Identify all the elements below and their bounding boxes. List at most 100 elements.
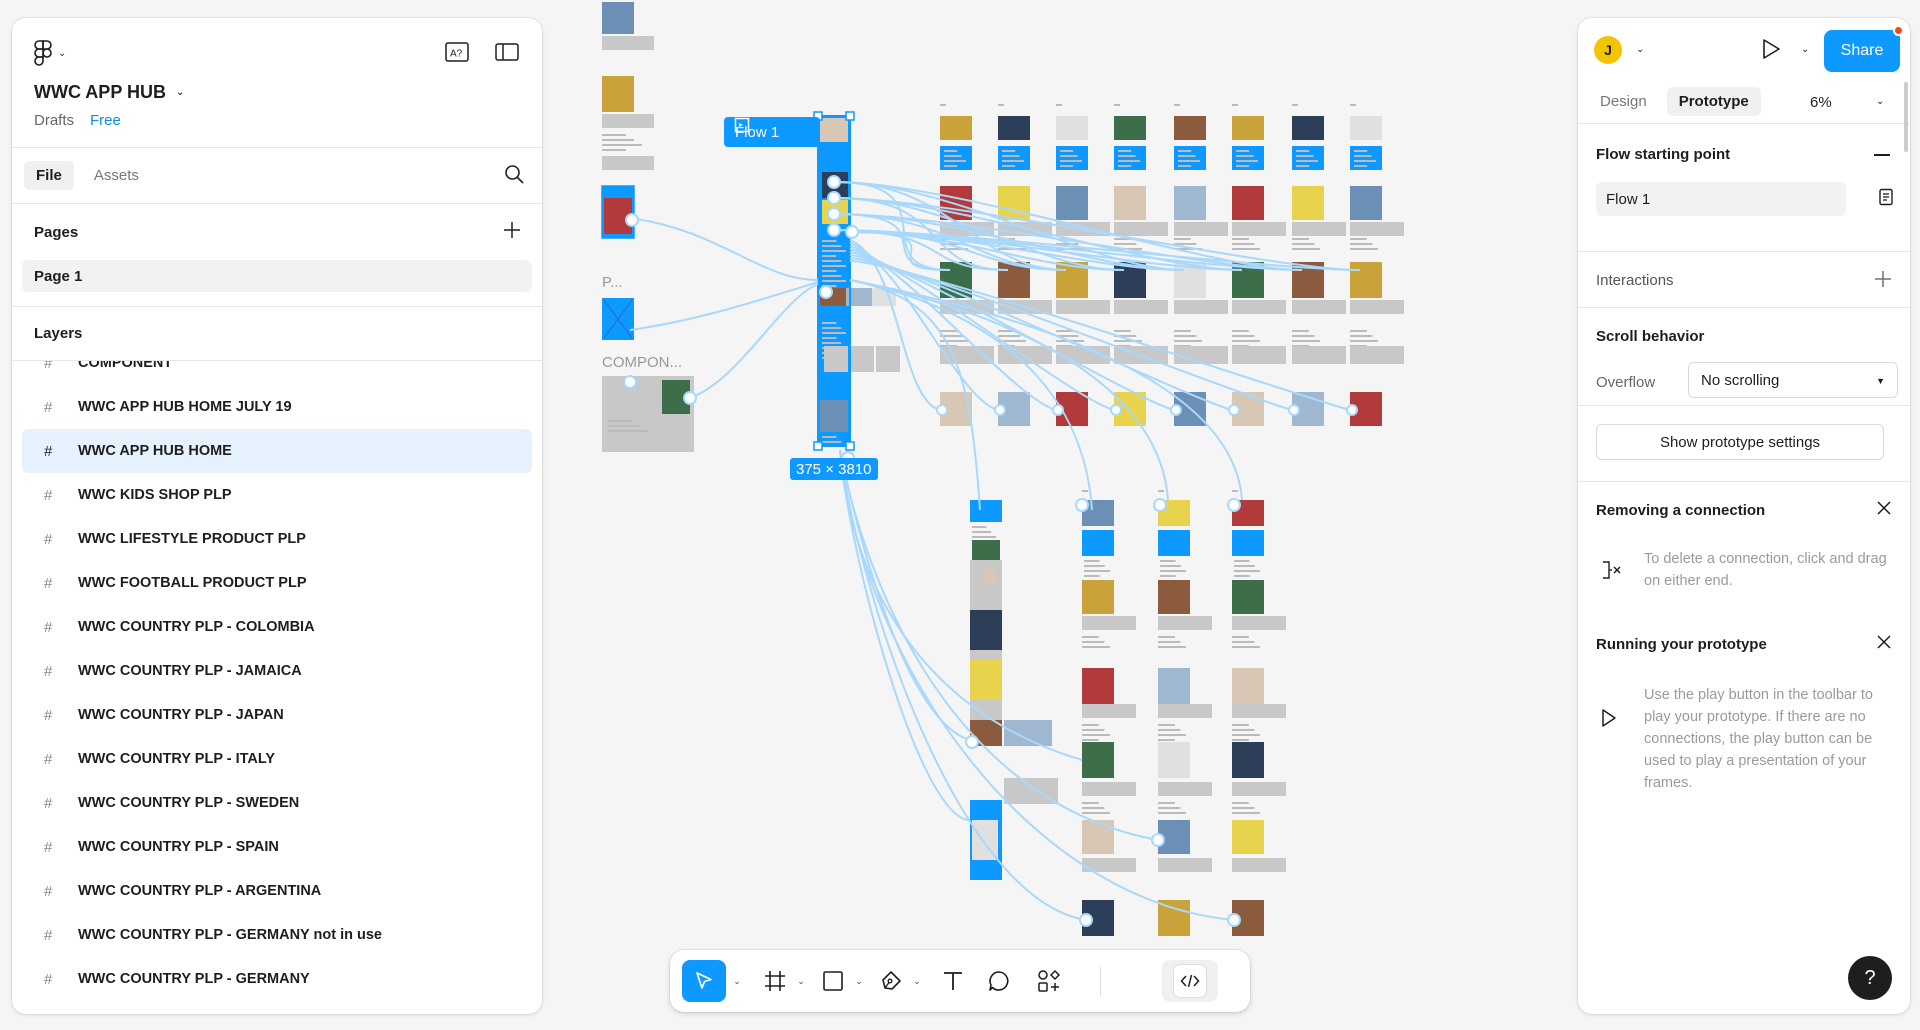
frame-text-line: [1082, 646, 1110, 648]
scrollbar[interactable]: [1904, 82, 1908, 152]
play-icon: [1763, 39, 1780, 59]
frame-text-line: [1234, 575, 1250, 577]
code-icon: [1180, 974, 1200, 988]
help-button[interactable]: ?: [1848, 956, 1892, 1000]
layer-item[interactable]: #WWC KIDS SHOP PLP: [22, 473, 532, 517]
chevron-down-icon[interactable]: ⌄: [1636, 44, 1645, 55]
frame-thumbnail-image: [846, 288, 872, 306]
frame-text-line: [608, 430, 648, 432]
tab-file[interactable]: File: [24, 161, 74, 190]
file-title[interactable]: WWC APP HUB ⌄: [34, 82, 184, 103]
layer-item-selected[interactable]: #WWC APP HUB HOME: [22, 429, 532, 473]
flow-name-field[interactable]: Flow 1: [1596, 182, 1846, 216]
frame-text-line: [972, 536, 996, 538]
layer-item[interactable]: #WWC COUNTRY PLP - ITALY: [22, 737, 532, 781]
canvas-frame-label-p[interactable]: P...: [602, 274, 623, 291]
tab-assets[interactable]: Assets: [93, 167, 139, 184]
layer-item[interactable]: #WWC FOOTBALL PRODUCT PLP: [22, 561, 532, 605]
frame-icon: #: [44, 574, 53, 592]
show-prototype-settings-button[interactable]: Show prototype settings: [1596, 424, 1884, 460]
avatar[interactable]: J: [1594, 36, 1622, 64]
layer-label: WWC APP HUB HOME JULY 19: [78, 399, 292, 415]
layer-label: COMPONENT: [78, 361, 173, 371]
shape-tool-menu[interactable]: ⌄: [852, 960, 866, 1002]
layer-item[interactable]: #WWC COUNTRY PLP - SWEDEN: [22, 781, 532, 825]
frame-thumbnail-placeholder: [1350, 300, 1404, 314]
chevron-down-icon: ⌄: [855, 975, 863, 986]
layer-label: WWC APP HUB HOME: [78, 443, 232, 459]
font-check-button[interactable]: A?: [444, 40, 470, 64]
tab-prototype[interactable]: Prototype: [1666, 87, 1761, 116]
chevron-down-icon[interactable]: ⌄: [1876, 96, 1885, 107]
frame-text-line: [1082, 812, 1110, 814]
frame-text-line: [1060, 160, 1082, 162]
frame-thumbnail-placeholder: [1056, 300, 1110, 314]
add-page-button[interactable]: [502, 220, 522, 244]
frame-text-line: [822, 342, 842, 344]
dev-mode-toggle[interactable]: [1162, 960, 1218, 1002]
resize-handle: [845, 441, 855, 451]
frame-text-line: [1354, 150, 1368, 152]
move-tool-button[interactable]: [682, 960, 726, 1002]
layer-item[interactable]: #WWC COUNTRY PLP - COLOMBIA: [22, 605, 532, 649]
right-panel-tabs: Design Prototype 6% ⌄: [1578, 80, 1910, 124]
layer-item[interactable]: #WWC APP HUB HOME JULY 19: [22, 385, 532, 429]
frame-thumbnail-placeholder: [1114, 222, 1168, 236]
search-layers-button[interactable]: [504, 164, 524, 189]
flow-description-button[interactable]: [1878, 188, 1894, 211]
close-tip-button[interactable]: [1876, 634, 1892, 655]
frame-icon: #: [44, 618, 53, 636]
plan-badge[interactable]: Free: [90, 112, 121, 129]
main-menu-button[interactable]: ⌄: [34, 40, 66, 66]
frame-thumbnail-placeholder: [1158, 616, 1212, 630]
frame-thumbnail-image: [1004, 720, 1052, 746]
frame-text-line: [1174, 335, 1197, 337]
location-link[interactable]: Drafts: [34, 112, 75, 129]
layer-item[interactable]: #WWC LIFESTYLE PRODUCT PLP: [22, 517, 532, 561]
notification-dot: [1893, 25, 1904, 36]
chevron-down-icon[interactable]: ⌄: [1801, 44, 1810, 55]
frame-tool-menu[interactable]: ⌄: [794, 960, 808, 1002]
frame-text-line: [1082, 641, 1105, 643]
flow-starting-chip[interactable]: Flow 1: [724, 117, 820, 147]
resources-tool-button[interactable]: [1032, 960, 1066, 1002]
layers-list[interactable]: #COMPONENT #WWC APP HUB HOME JULY 19 #WW…: [12, 361, 542, 1001]
remove-flow-button[interactable]: [1874, 154, 1890, 156]
frame-text-line: [1350, 104, 1356, 106]
canvas-frame-label-component[interactable]: COMPON...: [602, 354, 683, 371]
frame-text-line: [602, 134, 626, 136]
layer-item[interactable]: #WWC COUNTRY PLP - ARGENTINA: [22, 869, 532, 913]
pen-icon: [882, 971, 901, 990]
layer-item[interactable]: #WWC COUNTRY PLP - SPAIN: [22, 825, 532, 869]
frame-tool-button[interactable]: [758, 960, 792, 1002]
text-tool-button[interactable]: [936, 960, 970, 1002]
frame-text-line: [1082, 490, 1088, 492]
layer-item[interactable]: #COMPONENT: [22, 361, 532, 385]
add-interaction-button[interactable]: [1874, 270, 1892, 293]
frame-text-line: [602, 144, 642, 146]
zoom-level[interactable]: 6%: [1810, 94, 1832, 111]
layer-item[interactable]: #WWC COUNTRY PLP - JAMAICA: [22, 649, 532, 693]
prototype-connection: [689, 283, 819, 399]
layer-item[interactable]: #WWC COUNTRY PLP - GERMANY: [22, 957, 532, 1001]
frame-text-line: [944, 165, 958, 167]
toggle-sidebar-button[interactable]: [494, 40, 520, 64]
move-tool-menu[interactable]: ⌄: [730, 960, 744, 1002]
overflow-select[interactable]: No scrolling ▼: [1688, 362, 1898, 398]
frame-icon: #: [44, 486, 53, 504]
comment-tool-button[interactable]: [982, 960, 1016, 1002]
layer-item[interactable]: #WWC COUNTRY PLP - GERMANY not in use: [22, 913, 532, 957]
pen-tool-menu[interactable]: ⌄: [910, 960, 924, 1002]
present-button[interactable]: [1760, 38, 1782, 65]
layer-item[interactable]: #WWC COUNTRY PLP - JAPAN: [22, 693, 532, 737]
rectangle-tool-button[interactable]: [816, 960, 850, 1002]
frame-text-line: [1082, 739, 1099, 741]
share-button[interactable]: Share: [1824, 30, 1900, 72]
pen-tool-button[interactable]: [874, 960, 908, 1002]
frame-text-line: [608, 425, 640, 427]
chevron-down-icon: ⌄: [733, 975, 741, 986]
close-tip-button[interactable]: [1876, 500, 1892, 521]
tab-design[interactable]: Design: [1600, 93, 1647, 110]
page-item[interactable]: Page 1: [22, 260, 532, 292]
